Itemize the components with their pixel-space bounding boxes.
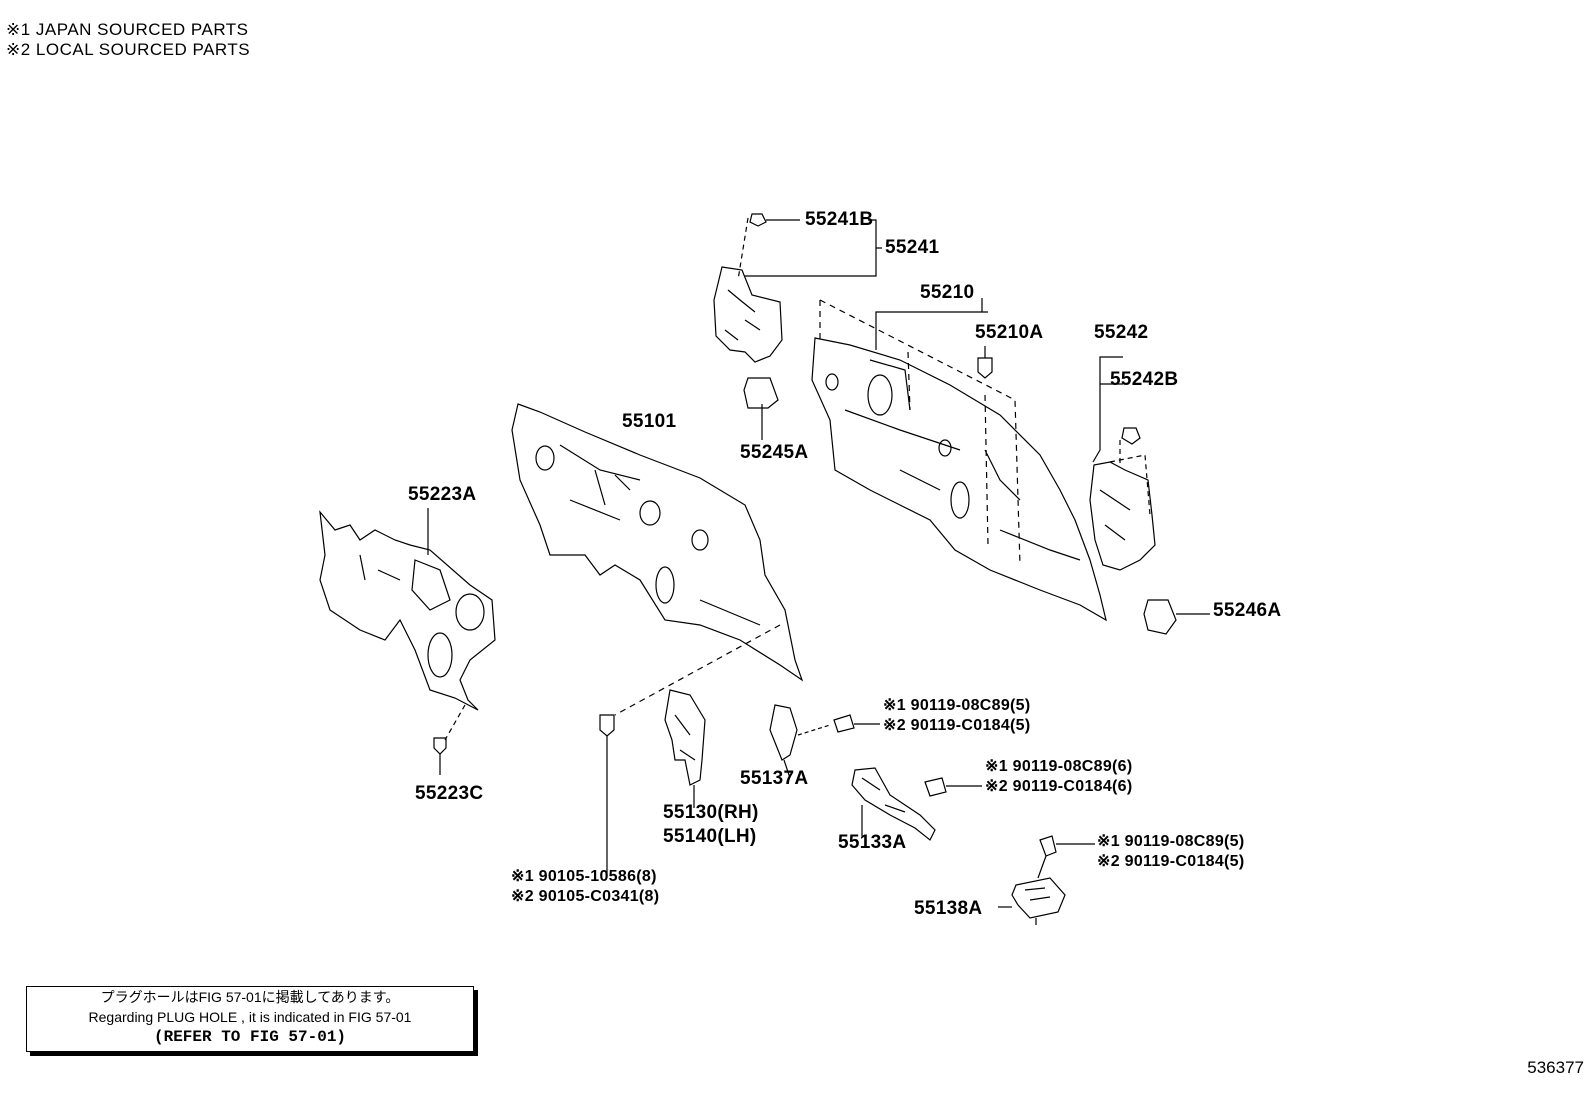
bracket-55210 — [875, 298, 988, 350]
label-55223A: 55223A — [408, 484, 477, 505]
legend-local: ※2 LOCAL SOURCED PARTS — [6, 40, 251, 59]
legend-japan: ※1 JAPAN SOURCED PARTS — [6, 20, 249, 39]
label-55242: 55242 — [1094, 322, 1149, 343]
part-55223A-hole — [455, 593, 485, 631]
label-55137A: 55137A — [740, 768, 809, 789]
clip-55241B — [749, 213, 767, 227]
screw-55137A — [833, 714, 855, 733]
label-fastener-c1: ※1 90119-08C89(5) — [1097, 833, 1245, 850]
bolt-90105 — [599, 714, 615, 737]
part-55101-hole — [691, 529, 709, 551]
part-55130-shape — [664, 689, 706, 786]
part-55223A-shape — [319, 510, 496, 711]
screw-55133A — [924, 777, 947, 797]
label-fastener-b1: ※1 90119-08C89(6) — [985, 758, 1133, 775]
part-55138A-shape — [1011, 877, 1066, 919]
label-55101: 55101 — [622, 411, 677, 432]
figure-number: 536377 — [1527, 1058, 1584, 1077]
label-fastener-d1: ※1 90105-10586(8) — [511, 868, 657, 885]
clip-55242B — [1121, 427, 1141, 445]
clip-55223C — [433, 737, 447, 755]
label-fastener-a1: ※1 90119-08C89(5) — [883, 697, 1031, 714]
bracket-55241 — [745, 219, 882, 277]
part-55241-shape — [713, 266, 783, 363]
part-55210-shape — [811, 337, 1107, 622]
label-55140: 55140(LH) — [663, 826, 757, 847]
note-reference: (REFER TO FIG 57-01) — [153, 1028, 347, 1046]
note-japanese: プラグホールはFIG 57-01に掲載してあります。 — [100, 989, 400, 1005]
part-55242-detail — [1099, 489, 1131, 541]
screw-55138A-shank — [1037, 855, 1047, 879]
part-55223A-detail — [359, 554, 451, 611]
label-55246A: 55246A — [1213, 600, 1282, 621]
part-55210-hole — [938, 439, 952, 457]
label-55210: 55210 — [920, 282, 975, 303]
part-55242-dashed — [1109, 440, 1151, 516]
part-55130-detail — [674, 714, 696, 761]
part-55242-shape — [1089, 461, 1156, 571]
label-55242B: 55242B — [1110, 369, 1179, 390]
label-fastener-a2: ※2 90119-C0184(5) — [883, 717, 1031, 734]
plug-hole-note: プラグホールはFIG 57-01に掲載してあります。 Regarding PLU… — [26, 986, 474, 1052]
part-55101-hole — [535, 445, 555, 471]
label-55130: 55130(RH) — [663, 802, 759, 823]
bracket-55242 — [1092, 356, 1123, 463]
screw-55138A — [1039, 835, 1057, 857]
label-fastener-b2: ※2 90119-C0184(6) — [985, 778, 1133, 795]
label-55138A: 55138A — [914, 898, 983, 919]
part-55133A-detail — [861, 777, 906, 813]
leader-55241B-dash — [737, 217, 749, 281]
part-55137A-shape — [769, 704, 798, 761]
part-55101-shape — [511, 403, 804, 682]
part-55101-detail — [559, 444, 761, 626]
label-55245A: 55245A — [740, 442, 809, 463]
label-55241: 55241 — [885, 237, 940, 258]
part-55245A-shape — [743, 377, 779, 409]
part-55210-hole — [867, 374, 893, 416]
part-55210-hole — [950, 481, 970, 519]
label-55210A: 55210A — [975, 322, 1044, 343]
leader-55130-dash — [614, 624, 781, 716]
sourcing-legend: ※1 JAPAN SOURCED PARTS ※2 LOCAL SOURCED … — [6, 20, 250, 60]
clip-55210A — [977, 357, 993, 379]
part-55210-hole — [825, 373, 839, 391]
note-english: Regarding PLUG HOLE , it is indicated in… — [88, 1009, 412, 1025]
label-55133A: 55133A — [838, 832, 907, 853]
part-55101-hole — [655, 566, 675, 604]
label-fastener-d2: ※2 90105-C0341(8) — [511, 888, 660, 905]
part-55246A-shape — [1143, 599, 1177, 635]
part-55133A-shape — [851, 767, 936, 841]
label-55223C: 55223C — [415, 783, 484, 804]
part-55101-hole — [639, 500, 661, 526]
part-55210-detail — [844, 359, 1081, 561]
part-55138A-detail — [1024, 887, 1051, 925]
part-55241-detail — [724, 289, 761, 341]
screw-55137A-dash — [797, 724, 831, 736]
label-55241B: 55241B — [805, 209, 874, 230]
leader-55137A — [783, 759, 791, 779]
part-55223A-hole — [427, 632, 453, 678]
leader-55223C — [444, 704, 466, 741]
label-fastener-c2: ※2 90119-C0184(5) — [1097, 853, 1245, 870]
